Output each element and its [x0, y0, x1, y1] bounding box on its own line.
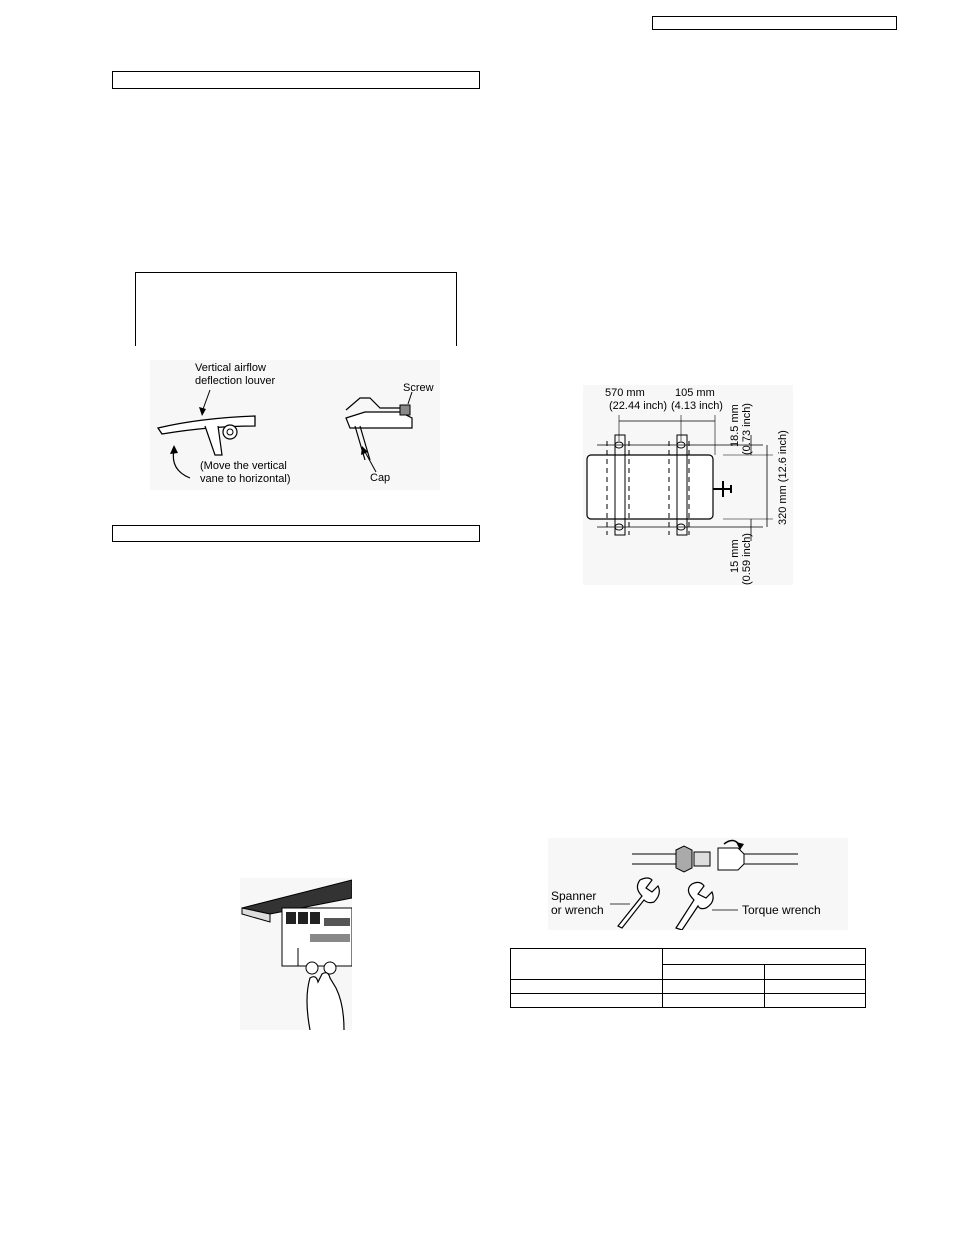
mounting-figure: 570 mm (22.44 inch) 105 mm (4.13 inch) 1… — [583, 385, 793, 585]
louver-illustration — [156, 389, 413, 479]
section-heading-box-2 — [112, 525, 480, 542]
move-label-line1: (Move the vertical — [200, 460, 287, 472]
screw-label: Screw — [403, 382, 434, 394]
dim-105-inch-label: (4.13 inch) — [671, 400, 723, 412]
table-row — [510, 979, 866, 994]
section-heading-box-1 — [112, 71, 480, 89]
louver-figure: Vertical airflow deflection louver (Move… — [150, 360, 440, 490]
table-row — [510, 948, 866, 980]
table-cell — [662, 979, 765, 994]
table-header-cell — [662, 963, 765, 980]
spanner-label-line1: Spanner — [551, 889, 597, 903]
dim-570-inch-label: (22.44 inch) — [609, 400, 668, 412]
table-header-cell — [510, 948, 663, 980]
table-header-cell — [662, 948, 866, 965]
dim-18-5-inch-label: (0.73 inch) — [741, 403, 753, 455]
mounting-diagram — [586, 415, 773, 541]
table-cell — [662, 993, 765, 1008]
wrench-illustration — [610, 839, 798, 931]
move-label-line2: vane to horizontal) — [200, 473, 291, 485]
table-cell — [764, 993, 866, 1008]
button-press-figure — [240, 878, 353, 1031]
cap-label: Cap — [370, 472, 391, 484]
table-header-cell — [764, 963, 866, 980]
torque-table — [510, 948, 866, 1008]
dim-15-inch-label: (0.59 inch) — [741, 533, 753, 585]
table-row — [510, 993, 866, 1008]
dim-570-label: 570 mm — [605, 387, 645, 399]
louver-label-line1: Vertical airflow — [195, 362, 266, 374]
louver-label-line2: deflection louver — [195, 375, 276, 387]
torque-wrench-label: Torque wrench — [742, 903, 821, 917]
note-box — [135, 272, 457, 346]
button-press-illustration — [241, 879, 353, 1031]
wrench-figure: Spanner or wrench Torque wrench — [548, 838, 848, 931]
spanner-label-line2: or wrench — [551, 903, 604, 917]
header-box — [652, 16, 897, 30]
dim-320-label: 320 mm (12.6 inch) — [777, 430, 789, 525]
table-cell — [510, 979, 663, 994]
table-row — [511, 963, 866, 980]
dim-105-label: 105 mm — [675, 387, 715, 399]
table-cell — [764, 979, 866, 994]
table-cell — [510, 993, 663, 1008]
